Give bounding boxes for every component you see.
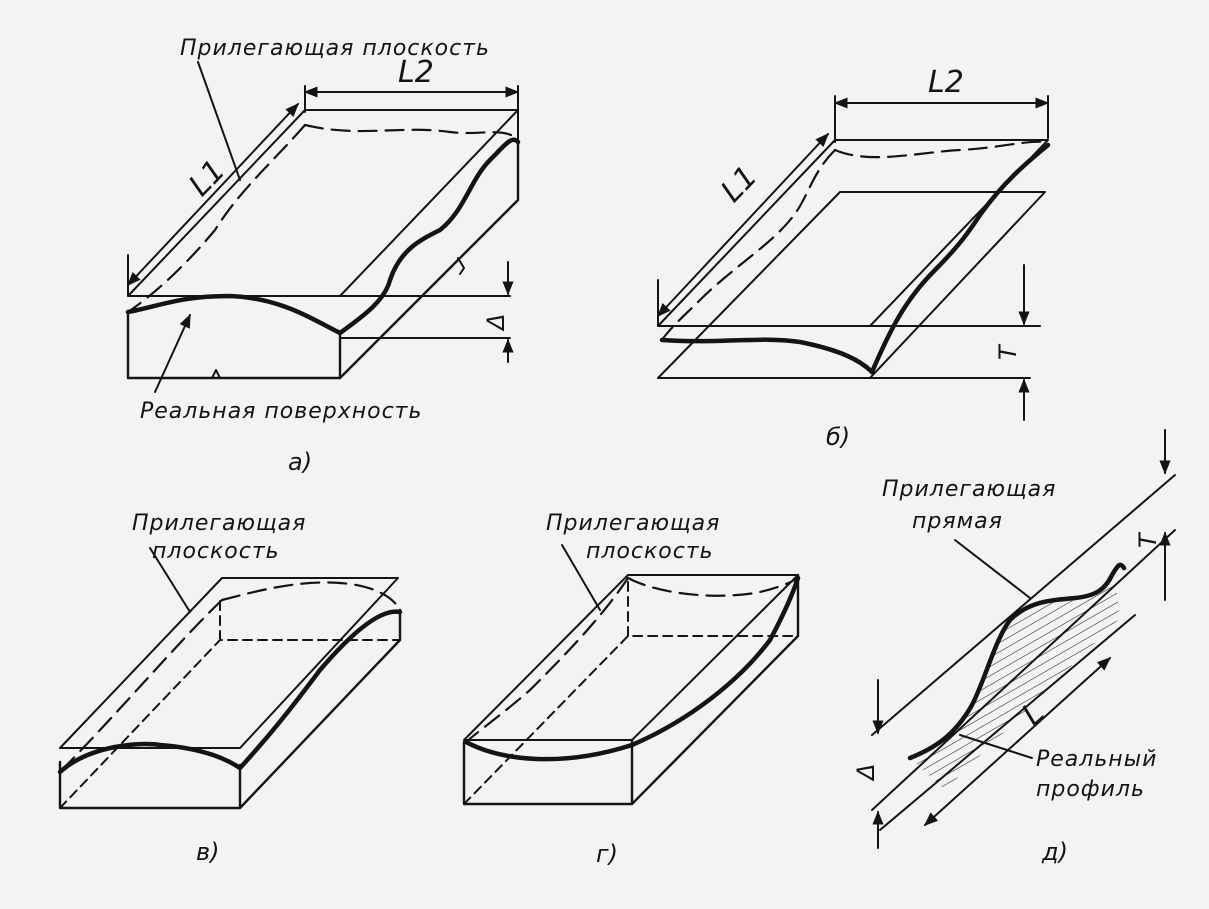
figure-b-l1-label: L1 (714, 159, 764, 209)
figure-b-upper-plane (657, 139, 1049, 327)
figure-a-l1-dimension (127, 102, 299, 287)
figure-a-real-front-edge (125, 293, 343, 336)
figure-g-caption: г) (596, 840, 618, 868)
figure-v: Прилегающая плоскость в) (57, 511, 403, 866)
figure-v-adjacent-plane (59, 577, 399, 749)
figure-g-real-front-edge (463, 739, 635, 762)
figure-a: Прилегающая плоскость Реальная поверхнос… (125, 36, 521, 476)
figure-d-line-label-line1: Прилегающая (882, 477, 1056, 502)
figure-b-lower-plane (657, 191, 1046, 379)
figure-a-plane-leader (197, 61, 241, 181)
figure-d-profile-label-line2: профиль (1036, 777, 1145, 802)
figure-b-real-side-edge (869, 142, 1051, 375)
figure-a-surface-leader (154, 313, 191, 393)
figure-a-block-front (126, 310, 342, 380)
figure-d: Прилегающая прямая Реальный профиль L T … (852, 429, 1176, 866)
figure-v-hidden-edges (59, 599, 401, 809)
figure-b-caption: б) (826, 423, 850, 451)
figure-v-block (58, 608, 402, 810)
figure-a-hidden-left-edge (126, 123, 307, 314)
figure-a-delta-label: Δ (482, 314, 510, 332)
figure-v-caption: в) (196, 838, 220, 866)
figure-b-l1-dimension (657, 132, 829, 318)
figure-v-real-side-edge (237, 609, 403, 771)
figure-d-caption: д) (1041, 838, 1068, 866)
figure-d-profile-leader (959, 734, 1033, 759)
figure-g-plane-label-line2: плоскость (586, 539, 714, 564)
figure-v-hidden-top-edge (220, 581, 402, 612)
figure-v-plane-leader (149, 547, 191, 613)
figure-a-block-side (338, 140, 520, 380)
figure-b-hidden-back-edge (833, 140, 1050, 159)
figure-b-real-front-edge (659, 337, 875, 375)
figure-g-plane-label-line1: Прилегающая (546, 511, 720, 536)
figure-a-adjacent-plane (127, 109, 519, 297)
figure-v-plane-label-line2: плоскость (152, 539, 280, 564)
figure-v-plane-label-line1: Прилегающая (132, 511, 306, 536)
figure-d-line-leader (954, 539, 1031, 599)
figure-g-hidden-top-edge (626, 576, 800, 597)
figure-a-caption: а) (288, 448, 312, 476)
figure-b-t-label: T (994, 343, 1022, 360)
figure-a-hidden-back-edge (303, 123, 520, 142)
figure-d-delta-label: Δ (852, 764, 880, 782)
figure-d-profile-label-line1: Реальный (1036, 747, 1157, 772)
figure-d-line-label-line2: прямая (912, 509, 1003, 534)
figure-v-real-front-edge (57, 741, 243, 775)
figure-g-adjacent-plane (463, 574, 799, 741)
figure-d-adjacent-line (871, 474, 1176, 736)
figure-b: L2 L1 T б) (657, 65, 1051, 451)
figure-a-real-side-edge (337, 137, 521, 336)
figure-a-l2-label: L2 (398, 55, 434, 90)
figure-g: Прилегающая плоскость г) (462, 511, 801, 868)
figure-a-l1-label: L1 (182, 153, 232, 203)
figure-d-t-label: T (1134, 531, 1162, 548)
figure-b-l2-label: L2 (928, 65, 964, 100)
figure-g-plane-leader (561, 544, 601, 611)
figure-g-hidden-edges (463, 577, 799, 805)
figure-g-block (462, 573, 800, 806)
figure-a-adjacent-plane-label: Прилегающая плоскость (180, 36, 490, 61)
figure-g-real-side-edge (629, 575, 801, 748)
figure-a-real-surface-label: Реальная поверхность (140, 399, 422, 424)
figure-d-l-dimension (923, 657, 1112, 826)
